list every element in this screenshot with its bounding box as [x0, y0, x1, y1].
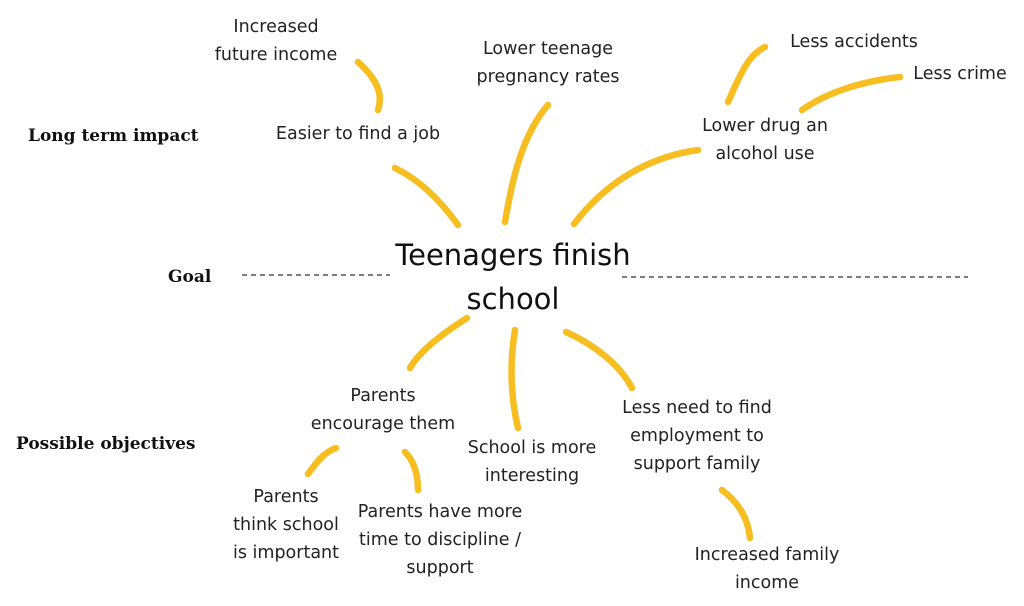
node-line: Less accidents	[790, 32, 918, 52]
branch-less-need-to-family-income	[718, 486, 754, 542]
branch-drug-to-accidents	[724, 43, 769, 106]
node-line: income	[734, 573, 800, 593]
node-line: Lower drug an	[702, 116, 828, 136]
goal-node-line: school	[466, 282, 560, 316]
branch-job-to-future-income	[354, 58, 384, 114]
node-increased-family-income: Increased family income	[695, 541, 840, 597]
node-line: think school	[233, 515, 339, 535]
node-line: future income	[214, 45, 338, 65]
branch-to-school-interesting	[508, 326, 522, 432]
node-parents-time: Parents have more time to discipline / s…	[358, 498, 523, 582]
node-line: Less need to find	[622, 398, 772, 418]
label-long-term-impact: Long term impact	[28, 126, 199, 146]
branch-encourage-to-think	[304, 444, 340, 478]
label-possible-objectives: Possible objectives	[16, 434, 196, 454]
node-line: Less crime	[913, 64, 1007, 84]
node-line: School is more	[467, 438, 597, 458]
goal-node: Teenagers finish school	[395, 233, 630, 321]
branch-to-parents-encourage	[406, 314, 471, 372]
branch-to-less-need	[562, 328, 636, 392]
node-parents-think: Parents think school is important	[233, 483, 339, 567]
branch-to-lower-drug	[570, 146, 702, 228]
goal-node-line: Teenagers finish	[395, 238, 631, 272]
node-lower-pregnancy: Lower teenage pregnancy rates	[477, 35, 620, 91]
node-easier-job: Easier to find a job	[276, 120, 440, 148]
node-less-accidents: Less accidents	[790, 28, 918, 56]
node-line: interesting	[484, 466, 580, 486]
branch-drug-to-crime	[798, 73, 904, 114]
node-line: Easier to find a job	[275, 124, 441, 144]
node-line: support	[406, 558, 474, 578]
node-line: Increased	[233, 17, 319, 37]
node-less-crime: Less crime	[913, 60, 1007, 88]
node-line: is important	[233, 543, 339, 563]
node-line: Increased family	[694, 545, 840, 565]
node-line: support family	[633, 454, 761, 474]
node-line: Parents	[253, 487, 319, 507]
node-line: Parents have more	[357, 502, 523, 522]
label-goal: Goal	[168, 267, 212, 287]
node-line: time to discipline /	[359, 530, 521, 550]
node-line: encourage them	[310, 414, 456, 434]
node-line: Lower teenage	[482, 39, 614, 59]
branch-to-lower-pregnancy	[501, 101, 552, 226]
node-line: Parents	[350, 386, 416, 406]
branch-encourage-to-time	[401, 448, 422, 494]
node-lower-drug: Lower drug an alcohol use	[702, 112, 828, 168]
node-line: employment to	[630, 426, 764, 446]
node-line: pregnancy rates	[476, 67, 620, 87]
node-less-need-employment: Less need to find employment to support …	[622, 394, 772, 478]
branch-to-easier-job	[391, 164, 462, 229]
node-line: alcohol use	[715, 144, 815, 164]
node-parents-encourage: Parents encourage them	[311, 382, 455, 438]
node-increased-future-income: Increased future income	[215, 13, 337, 69]
node-school-interesting: School is more interesting	[468, 434, 597, 490]
